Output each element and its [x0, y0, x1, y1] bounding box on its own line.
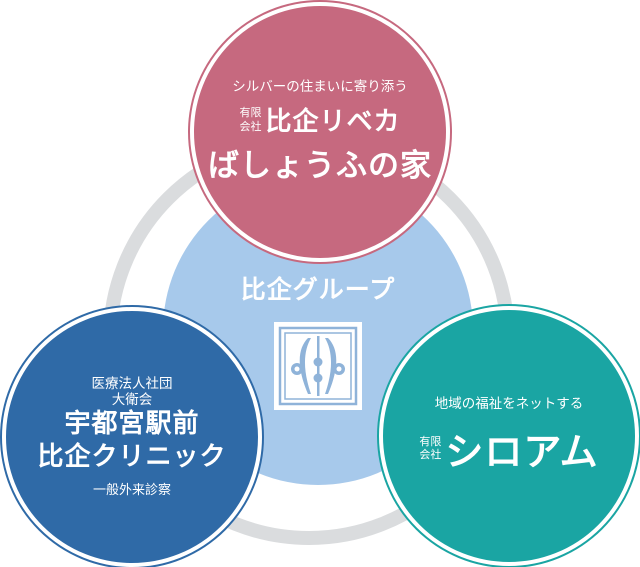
- company-type-line2: 会社: [419, 448, 442, 462]
- company-type-line2: 会社: [239, 119, 262, 133]
- top-company-row: 有限 会社 比企リベカ: [239, 101, 400, 138]
- company-type: 有限 会社: [239, 106, 261, 132]
- top-circle-hiki-rebecca: シルバーの住まいに寄り添う 有限 会社 比企リベカ ばしょうふの家: [190, 2, 450, 262]
- right-company-row: 有限 会社 シロアム: [419, 421, 598, 476]
- facility-name: ばしょうふの家: [208, 148, 432, 185]
- clinic-name-line1: 宇都宮駅前: [64, 409, 200, 440]
- top-tagline: シルバーの住まいに寄り添う: [232, 78, 408, 95]
- left-line1: 医療法人社団: [91, 375, 173, 392]
- left-line2: 大衛会: [111, 392, 153, 408]
- center-title: 比企グループ: [240, 275, 396, 304]
- company-type-line1: 有限: [239, 106, 262, 120]
- hiki-group-emblem-icon: [274, 322, 362, 410]
- left-circle-clinic: 医療法人社団 大衛会 宇都宮駅前 比企クリニック 一般外来診察: [2, 307, 262, 567]
- company-type: 有限 会社: [419, 435, 441, 461]
- clinic-name-line2: 比企クリニック: [37, 441, 227, 472]
- company-name: シロアム: [445, 429, 599, 474]
- clinic-services: 一般外来診察: [92, 483, 171, 499]
- company-type-line1: 有限: [419, 434, 442, 448]
- right-tagline: 地域の福祉をネットする: [434, 396, 584, 413]
- company-name: 比企リベカ: [265, 107, 401, 138]
- right-circle-siloam: 地域の福祉をネットする 有限 会社 シロアム: [379, 306, 639, 566]
